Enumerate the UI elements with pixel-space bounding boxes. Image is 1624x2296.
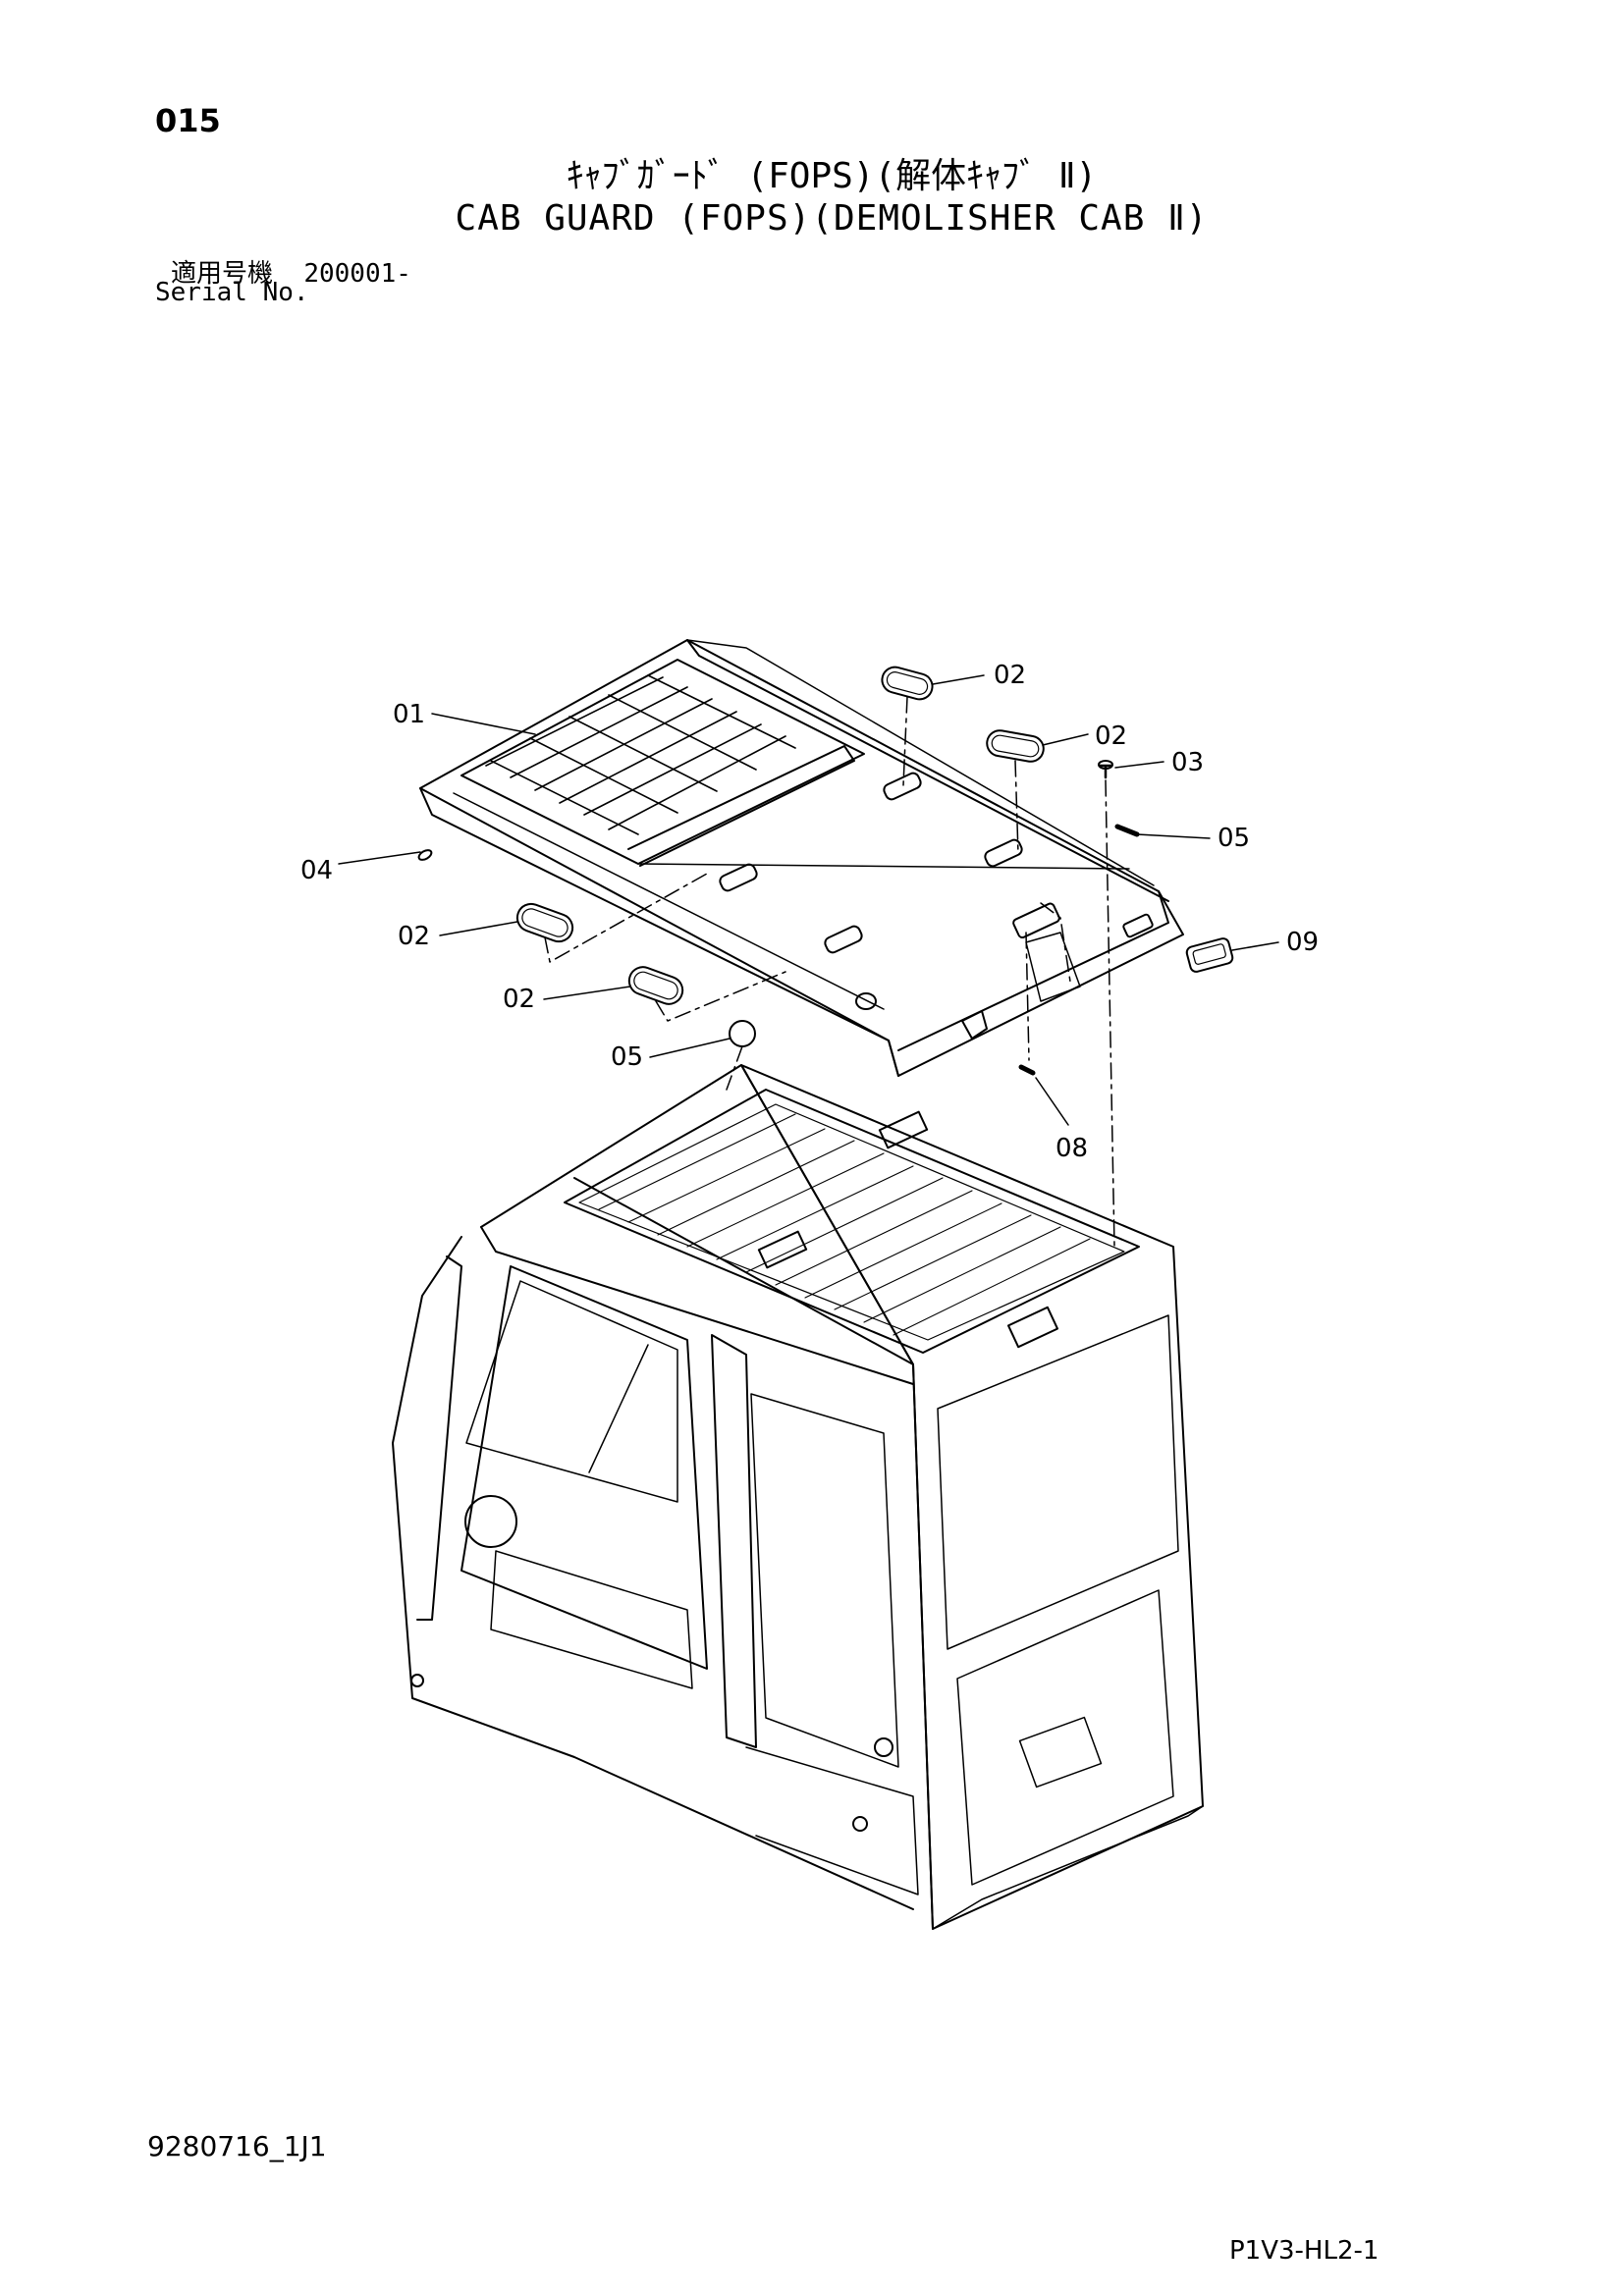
callout-label: 02 <box>503 985 535 1014</box>
callout-label: 05 <box>1218 824 1250 853</box>
callout-label: 02 <box>398 922 430 951</box>
serial-label-english: Serial No. <box>155 278 309 307</box>
callout-label: 04 <box>300 856 333 885</box>
serial-applicability: 適用号機 200001- <box>171 253 411 290</box>
callout-label: 08 <box>1056 1134 1088 1163</box>
callout-leader-lines <box>338 674 1279 1126</box>
callout-label: 01 <box>393 700 425 729</box>
callout-label: 05 <box>611 1042 643 1072</box>
assembly-center-lines <box>544 696 1115 1248</box>
serial-value: 200001- <box>303 259 411 289</box>
small-parts <box>417 666 1234 1076</box>
page-title-english: CAB GUARD (FOPS)(DEMOLISHER CAB Ⅱ) <box>455 198 1209 239</box>
cab-body <box>392 1064 1204 1930</box>
cab-guard-assembly <box>419 639 1184 1077</box>
serial-label-japanese: 適用号機 <box>171 259 274 289</box>
figure-code: P1V3-HL2-1 <box>1229 2236 1380 2266</box>
callout-numbers: 01 02 02 03 05 04 02 02 09 05 08 <box>300 661 1319 1163</box>
drawing-number: 9280716_1J1 <box>147 2130 327 2163</box>
callout-label: 02 <box>1095 721 1127 751</box>
callout-label: 03 <box>1171 748 1204 777</box>
callout-label: 09 <box>1286 928 1319 957</box>
page-number: 015 <box>155 102 221 139</box>
callout-label: 02 <box>994 661 1026 690</box>
page-title-japanese: ｷｬﾌﾞｶﾞｰﾄﾞ (FOPS)(解体ｷｬﾌﾞ Ⅱ) <box>566 156 1098 196</box>
